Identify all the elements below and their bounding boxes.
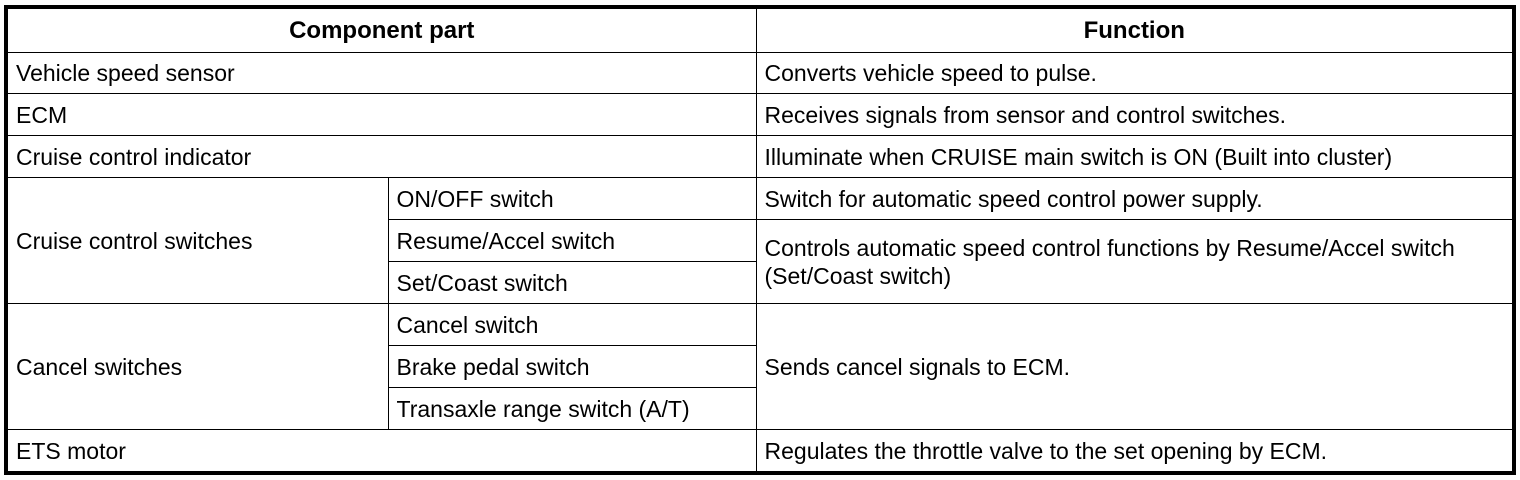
cell-function: Illuminate when CRUISE main switch is ON…	[755, 135, 1513, 179]
table-row: Set/Coast switch	[8, 261, 1512, 305]
cell-function: Sends cancel signals to ECM.	[755, 303, 1513, 431]
table-row: Brake pedal switch	[8, 345, 1512, 389]
cell-sub-component: Set/Coast switch	[388, 261, 757, 305]
table-row: Cruise control indicator Illuminate when…	[8, 135, 1513, 179]
table-row: Vehicle speed sensor Converts vehicle sp…	[8, 51, 1513, 95]
column-header-component-part: Component part	[8, 9, 757, 53]
cell-component-part-group-cancel-switches: Cancel switches	[8, 303, 389, 431]
table-row: Transaxle range switch (A/T)	[8, 387, 1512, 431]
cell-sub-component: Transaxle range switch (A/T)	[388, 387, 757, 431]
table-row: Cancel switches Cancel switch Sends canc…	[8, 303, 1513, 431]
cell-component-part: ECM	[8, 93, 757, 137]
column-header-function: Function	[755, 9, 1513, 53]
cell-function: Converts vehicle speed to pulse.	[755, 51, 1513, 95]
cell-component-part: Cruise control indicator	[8, 135, 757, 179]
cell-function: Receives signals from sensor and control…	[755, 93, 1513, 137]
table-row: Resume/Accel switch Controls automatic s…	[8, 219, 1513, 305]
cell-sub-component: Resume/Accel switch	[388, 219, 757, 263]
cell-function: Controls automatic speed control functio…	[755, 219, 1513, 305]
component-function-table: Component part Function Vehicle speed se…	[8, 9, 1513, 471]
cell-sub-component: ON/OFF switch	[387, 177, 757, 221]
table-row: ECM Receives signals from sensor and con…	[8, 93, 1513, 137]
cell-component-part-group-cruise-control-switches: Cruise control switches	[8, 177, 389, 305]
component-function-table-container: Component part Function Vehicle speed se…	[4, 5, 1516, 475]
table-row: ETS motor Regulates the throttle valve t…	[8, 429, 1513, 471]
table-row: Cruise control switches ON/OFF switch Sw…	[8, 177, 1513, 305]
cell-sub-component: Brake pedal switch	[388, 345, 757, 389]
cell-component-part: Vehicle speed sensor	[8, 51, 757, 95]
cell-function: Switch for automatic speed control power…	[755, 177, 1513, 221]
cell-sub-component: Cancel switch	[387, 303, 757, 347]
cell-component-part: ETS motor	[8, 429, 757, 471]
table-header-row: Component part Function	[8, 9, 1513, 53]
cell-function: Regulates the throttle valve to the set …	[755, 429, 1513, 471]
